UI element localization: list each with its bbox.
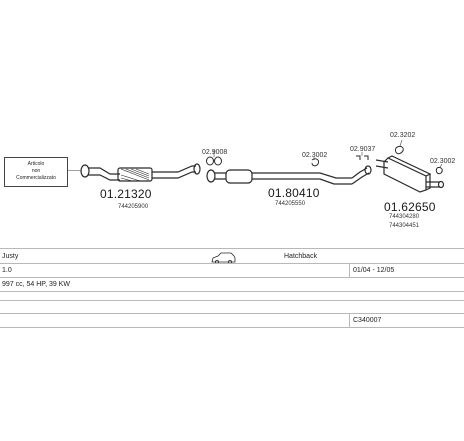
fitting-code-5: 02.3002 xyxy=(430,158,456,165)
callout-line-3: Commercializzato xyxy=(16,175,56,181)
vehicle-spec: 997 cc, 54 HP, 39 KW xyxy=(2,281,70,288)
fitting-code-1: 02.9008 xyxy=(202,149,228,156)
table-rule-7 xyxy=(0,327,464,328)
fitting-code-4: 02.3202 xyxy=(390,132,416,139)
part-ref-rear-2: 744304451 xyxy=(389,223,420,229)
part-code-rear: 01.62650 xyxy=(384,200,436,214)
part-ref-front: 744205900 xyxy=(118,204,149,210)
vehicle-model: Justy xyxy=(2,253,19,260)
table-rule-2 xyxy=(0,263,464,264)
leader-lines xyxy=(65,139,443,172)
vehicle-engine: 1.0 xyxy=(2,267,12,274)
vehicle-dates: 01/04 - 12/05 xyxy=(353,267,395,274)
callout-line-1: Articolo xyxy=(27,161,45,167)
table-divider-2 xyxy=(349,313,350,327)
table-divider-1 xyxy=(349,263,350,277)
rear-silencer xyxy=(375,155,445,193)
table-rule-6 xyxy=(0,313,464,314)
table-rule-1 xyxy=(0,248,464,249)
vehicle-body: Hatchback xyxy=(284,253,318,260)
table-rule-5 xyxy=(0,300,464,301)
fittings xyxy=(206,145,443,175)
part-ref-rear-1: 744304280 xyxy=(389,214,420,220)
part-code-middle: 01.80410 xyxy=(268,186,320,200)
front-pipe xyxy=(80,163,201,182)
table-rule-4 xyxy=(0,291,464,292)
not-sold-callout: Articolo non Commercializzato xyxy=(4,157,68,187)
fitting-code-2: 02.3002 xyxy=(302,152,328,159)
callout-line-2: non xyxy=(31,168,41,174)
kit-code: C340007 xyxy=(353,317,382,324)
fitting-code-3: 02.9037 xyxy=(350,146,376,153)
part-ref-middle: 744205550 xyxy=(275,201,306,207)
table-rule-3 xyxy=(0,277,464,278)
middle-pipe xyxy=(206,165,372,185)
part-code-front: 01.21320 xyxy=(100,187,152,201)
hatchback-icon xyxy=(211,252,236,264)
